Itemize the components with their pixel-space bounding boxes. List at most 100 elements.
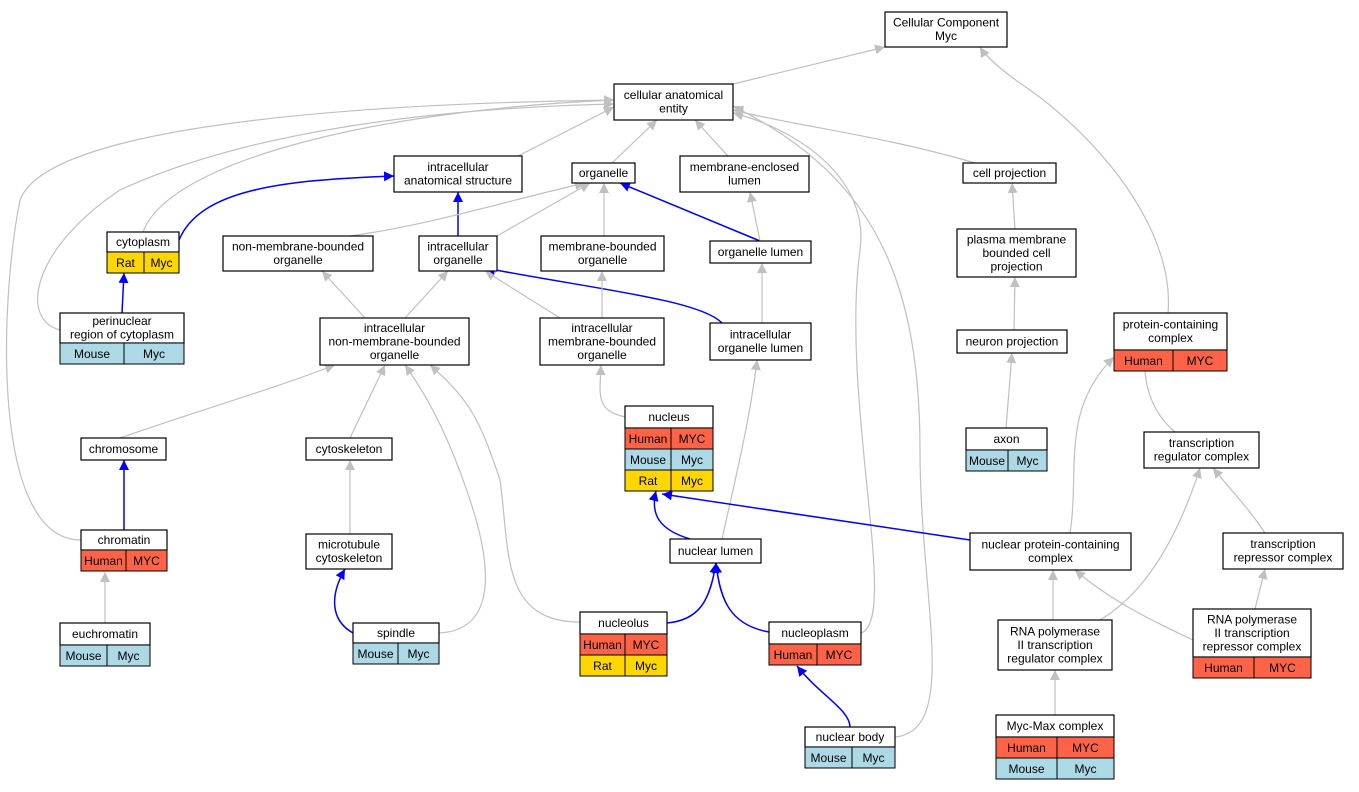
node-label-line: perinuclear <box>92 314 151 328</box>
edge-is-a-trepc-to-trc <box>1212 467 1266 534</box>
node-label-line: intracellular <box>427 160 488 174</box>
edge-is-a-pmbcp-to-cellproj <box>1007 182 1018 230</box>
node-box <box>1143 431 1260 469</box>
node-box <box>1113 312 1228 351</box>
species-cell-human <box>125 549 168 572</box>
node-label-line: axon <box>993 432 1019 446</box>
node-label-line: cytoskeleton <box>316 442 383 456</box>
species-cell-human <box>1172 349 1228 372</box>
species-name: Mouse <box>65 649 101 663</box>
edge-part-of-nucleolus-to-nuclum <box>666 562 720 624</box>
gene-symbol: Myc <box>151 256 173 270</box>
species-name: Rat <box>639 474 658 488</box>
species-name: Mouse <box>810 751 846 765</box>
species-cell-mouse <box>1056 757 1115 780</box>
edge-part-of-cytoplasm-to-ias <box>178 171 395 241</box>
node-box <box>393 155 523 193</box>
edge-is-a-nucbody-to-cae <box>732 105 933 738</box>
species-name: Human <box>583 638 622 652</box>
gene-symbol: MYC <box>1187 354 1214 368</box>
edge-is-a-inmbo-to-nmbo <box>321 270 366 319</box>
node-label-line: Myc <box>935 29 957 43</box>
gene-symbol: Myc <box>1017 454 1039 468</box>
node-label-line: repressor complex <box>1203 639 1302 653</box>
node-box <box>319 317 470 366</box>
node-label-line: transcription <box>1169 436 1234 450</box>
gene-symbol: Myc <box>143 347 165 361</box>
gene-symbol: MYC <box>1072 741 1099 755</box>
node-chromosome[interactable]: chromosome <box>80 437 167 461</box>
node-label-line: projection <box>990 259 1042 273</box>
species-name: Mouse <box>630 453 666 467</box>
node-organelle[interactable]: organelle <box>571 162 636 184</box>
node-label-line: complex <box>1148 331 1193 345</box>
edge-part-of-nuclum-to-nucleus <box>648 490 691 540</box>
node-label-line: bounded cell <box>982 246 1050 260</box>
node-box <box>956 329 1068 354</box>
node-inmbo[interactable]: intracellularnon-membrane-boundedorganel… <box>319 317 470 366</box>
node-box <box>969 532 1132 571</box>
node-label-line: membrane-enclosed <box>690 160 799 174</box>
edge-is-a-neuproj-to-pmbcp <box>1009 276 1020 331</box>
species-cell-mouse <box>397 642 440 665</box>
node-label-line: nucleoplasm <box>781 626 848 640</box>
node-label-line: regulator complex <box>1007 651 1102 665</box>
node-box <box>956 228 1077 278</box>
edge-part-of-ol-to-organelle <box>619 182 761 242</box>
gene-symbol: Myc <box>681 474 703 488</box>
node-label-line: transcription <box>1250 537 1315 551</box>
node-label-line: spindle <box>377 626 415 640</box>
node-neuproj[interactable]: neuron projection <box>956 329 1068 354</box>
edge-part-of-perinuc-to-cytoplasm <box>118 272 129 314</box>
node-label-line: lumen <box>728 174 761 188</box>
node-nuclum[interactable]: nuclear lumen <box>669 538 762 564</box>
node-cellproj[interactable]: cell projection <box>962 162 1057 184</box>
node-box <box>1222 532 1344 570</box>
node-ol[interactable]: organelle lumen <box>709 240 812 264</box>
node-label-line: organelle <box>579 166 629 180</box>
node-label-line: chromosome <box>89 442 159 456</box>
species-cell-human <box>1253 656 1312 679</box>
species-cell-human <box>816 643 862 666</box>
node-label-line: organelle lumen <box>718 341 803 355</box>
edge-is-a-nucleus-to-imbo <box>595 364 626 418</box>
edge-is-a-rnapol_trc-to-trc <box>1099 467 1202 621</box>
edge-part-of-nucleoplasm-to-nuclum <box>712 562 770 633</box>
node-label-line: neuron projection <box>966 334 1059 348</box>
edge-is-a-cae-to-cc <box>732 44 886 85</box>
node-label-line: organelle lumen <box>718 245 803 259</box>
species-name: Mouse <box>357 647 393 661</box>
species-name: Mouse <box>74 347 110 361</box>
node-cytoskeleton[interactable]: cytoskeleton <box>305 437 393 461</box>
edge-is-a-imbo-to-io <box>484 270 561 319</box>
node-label-line: non-membrane-bounded <box>232 240 364 254</box>
